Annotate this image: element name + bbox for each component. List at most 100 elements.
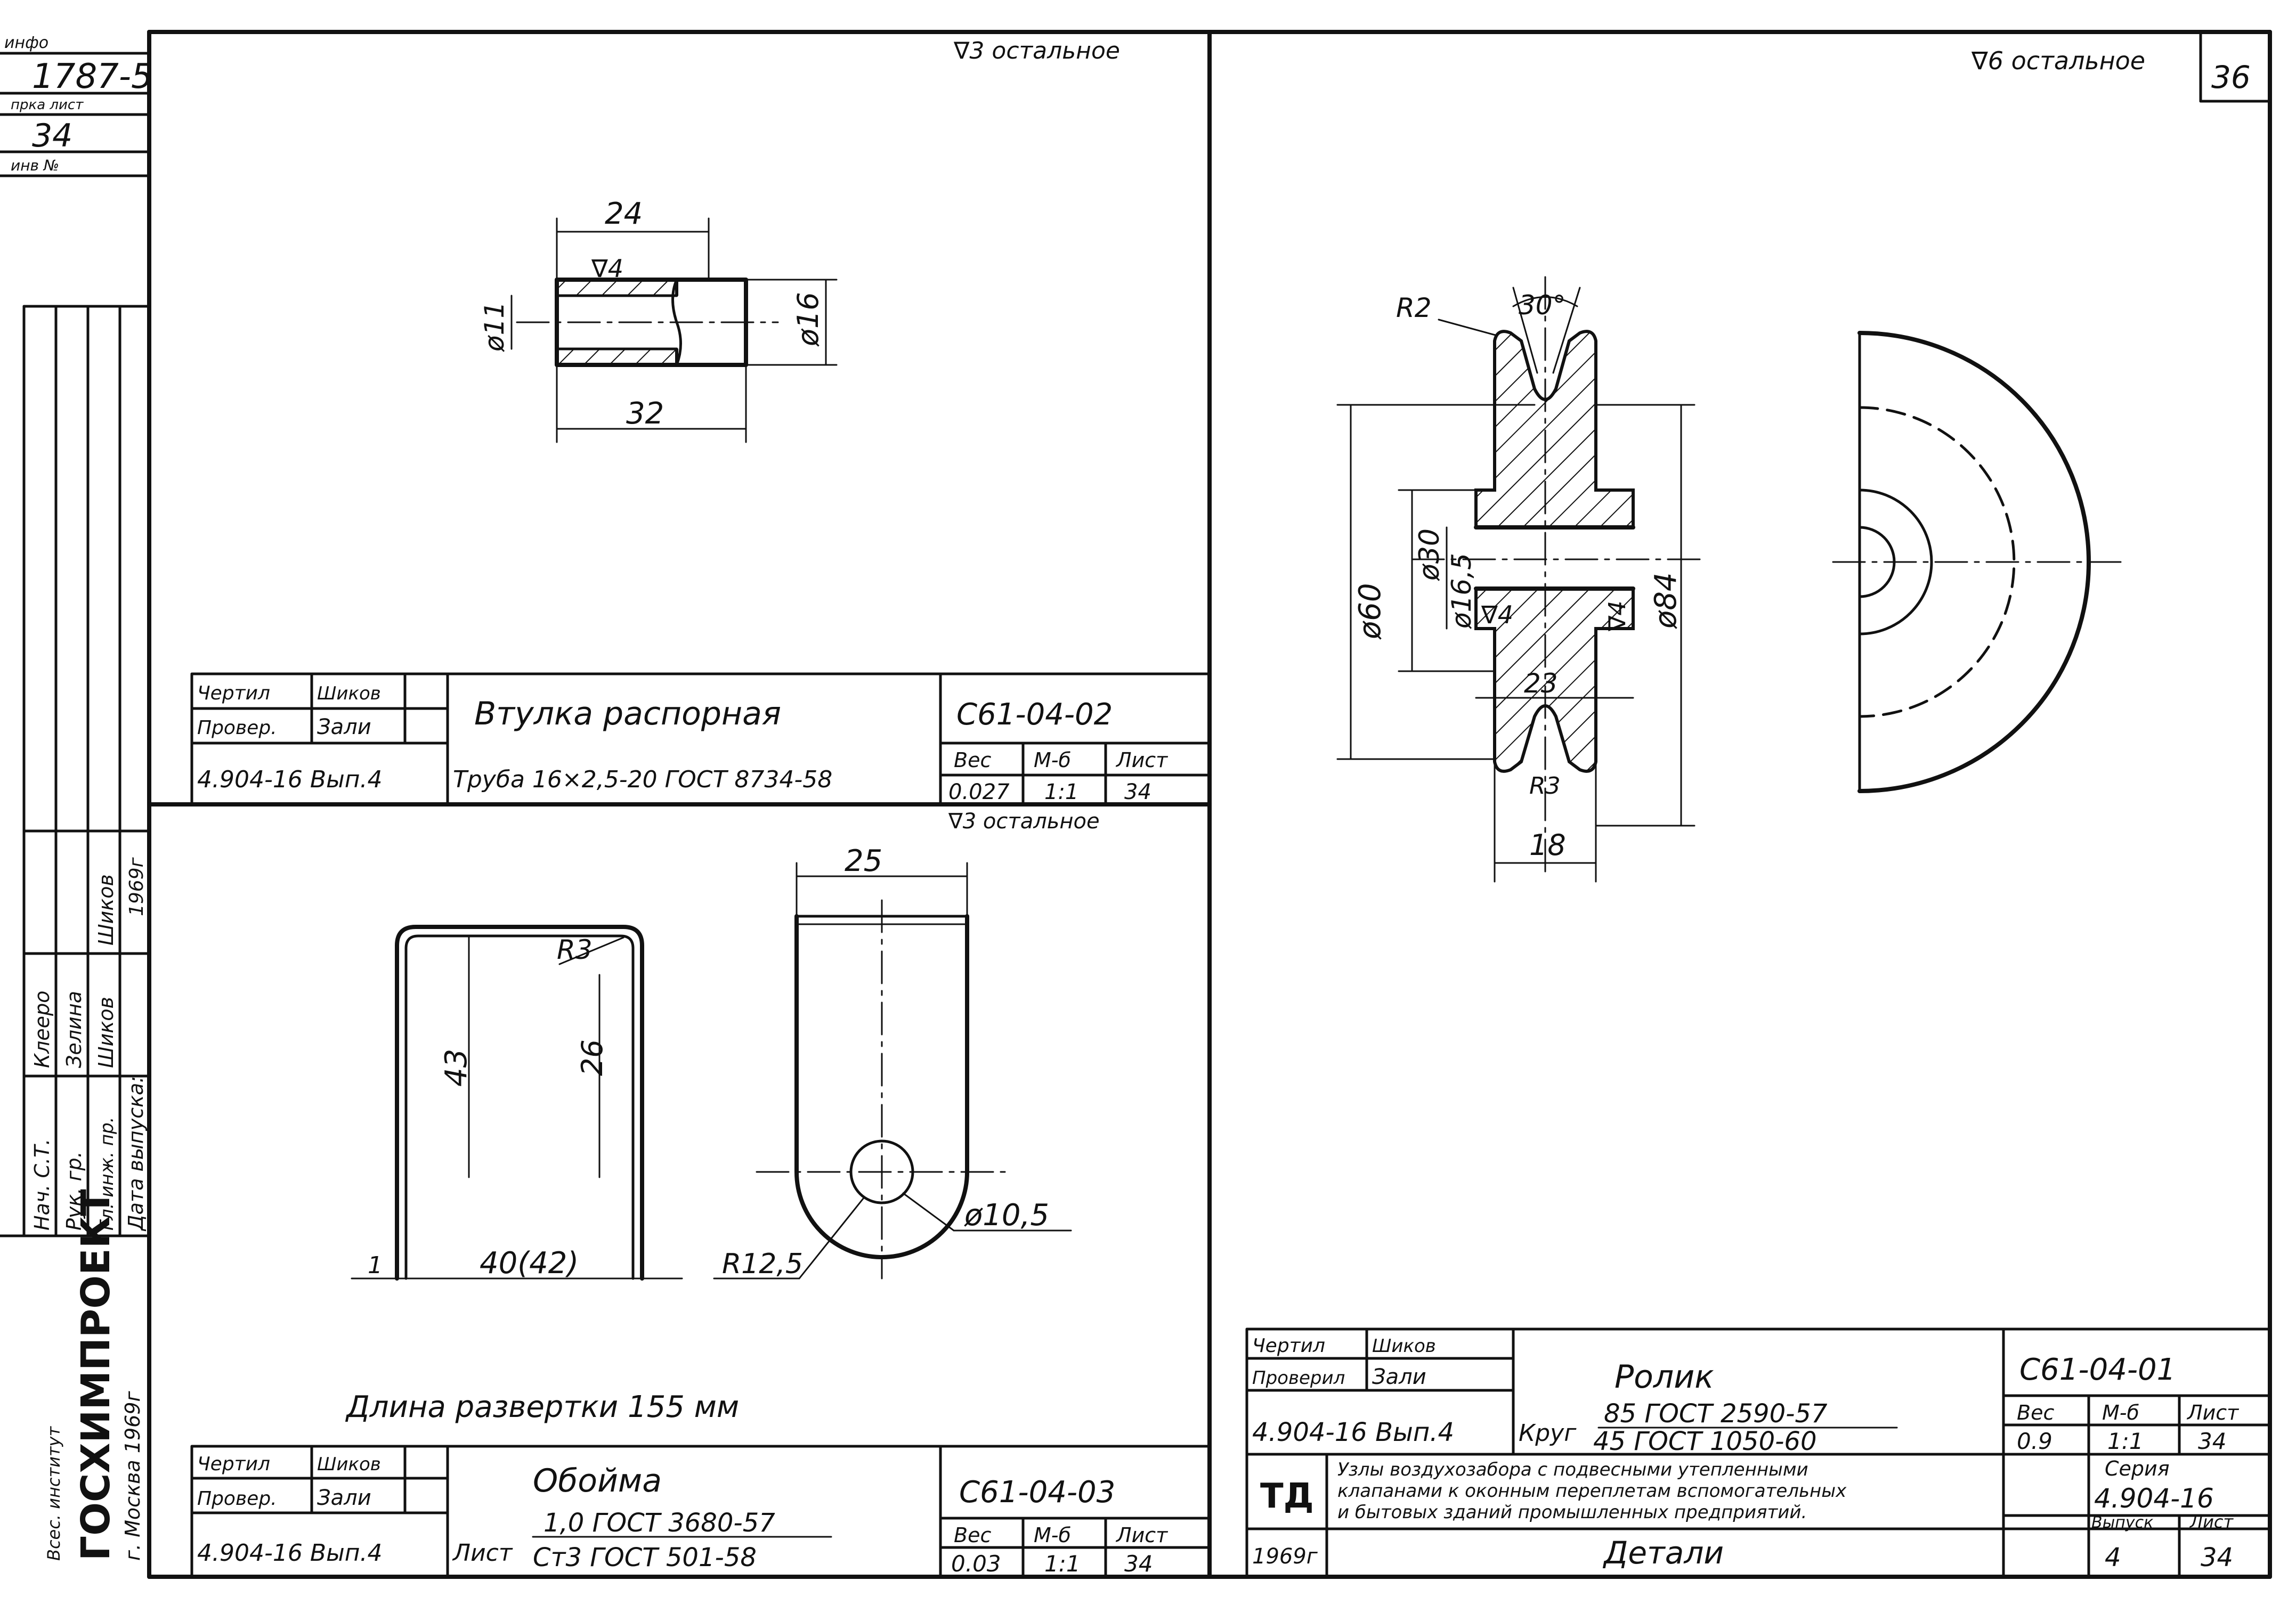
- main-stamp-sheet-label: Лист: [2189, 1512, 2234, 1532]
- bushing-sheet: 34: [1124, 780, 1151, 804]
- clip-material-top: 1,0 ГОСТ 3680-57: [543, 1508, 775, 1538]
- roller-code: С61-04-01: [2019, 1353, 2176, 1387]
- bushing-sheet-label: Лист: [1115, 748, 1169, 772]
- clip-weight-label: Вес: [954, 1523, 991, 1547]
- margin-sheet-label: прка лист: [11, 97, 84, 113]
- roller-groove-radius: R2: [1396, 292, 1432, 323]
- clip-code: С61-04-03: [959, 1475, 1115, 1510]
- clip-stamp: Чертил Шиков Провер. Зали 4.904-16 Вып.4…: [190, 1445, 1211, 1578]
- margin-inv-label: инв №: [11, 157, 59, 174]
- clip-scale: 1:1: [1044, 1551, 1081, 1577]
- main-stamp-title: Детали: [1602, 1535, 1724, 1571]
- main-stamp-desc-2: клапанами к оконным переплетам вспомогат…: [1337, 1480, 1847, 1502]
- bushing-checked-label: Провер.: [197, 717, 277, 739]
- clip-sheet: 34: [1124, 1551, 1153, 1577]
- main-stamp-desc-3: и бытовых зданий промышленных предприяти…: [1337, 1502, 1807, 1523]
- bushing-scale-label: М-б: [1034, 748, 1071, 772]
- main-stamp-desc-1: Узлы воздухозабора с подвесными утепленн…: [1337, 1459, 1808, 1480]
- bushing-drawing: ∇3 остальное 24 ∇4 32 ø11 ø16: [479, 37, 1120, 443]
- bushing-dim-24: 24: [605, 197, 643, 231]
- clip-title: Обойма: [533, 1462, 662, 1500]
- roller-d60: ø60: [1353, 583, 1388, 640]
- roller-drawing: ∇6 остальное 30° R2 ø60 ø30 ø16,5 ∇4 ∇4: [1336, 46, 2145, 883]
- org-name: ГОСХИМПРОЕКТ: [73, 1189, 119, 1561]
- sign-name-3: Шиков: [94, 997, 118, 1068]
- sign-role-2: Рук. гр.: [62, 1151, 86, 1231]
- clip-radius: R3: [557, 934, 593, 965]
- roller-d30: ø30: [1414, 528, 1446, 581]
- main-stamp-td: ТД: [1260, 1477, 1314, 1516]
- clip-dim-43: 43: [439, 1049, 474, 1087]
- main-stamp-sheet: 34: [2201, 1543, 2233, 1573]
- roller-roughness-left: ∇4: [1481, 600, 1513, 629]
- roller-bottom-radius: R3: [1529, 772, 1561, 800]
- clip-sheet-label: Лист: [1115, 1523, 1169, 1547]
- margin-doc-number: 1787-5: [32, 57, 153, 96]
- sign-sig-3: Шиков: [94, 874, 118, 946]
- bushing-weight-label: Вес: [954, 748, 991, 772]
- clip-weight: 0.03: [951, 1551, 1001, 1577]
- clip-dim-26: 26: [575, 1039, 609, 1076]
- sign-role-1: Нач. С.Т.: [30, 1139, 54, 1231]
- sheet-number: 36: [2211, 59, 2251, 95]
- clip-tab-radius: R12,5: [722, 1248, 803, 1280]
- bushing-dim-d16: ø16: [791, 292, 825, 347]
- bushing-checked-name: Зали: [317, 715, 371, 739]
- bushing-material: Труба 16×2,5-20 ГОСТ 8734-58: [453, 766, 832, 793]
- clip-drawn-name: Шиков: [317, 1454, 381, 1475]
- bushing-dim-32: 32: [626, 396, 664, 431]
- roller-groove-angle: 30°: [1519, 290, 1566, 321]
- clip-material-label: Лист: [452, 1539, 513, 1567]
- clip-width: 40(42): [480, 1246, 579, 1281]
- margin-top-label: инфо: [4, 34, 48, 52]
- main-stamp-issue: 4: [2105, 1543, 2121, 1573]
- margin-strip: инфо 1787-5 прка лист 34 инв № Нач. С.Т.…: [0, 34, 153, 1561]
- bushing-stamp: Чертил Шиков Провер. Зали 4.904-16 Вып.4…: [190, 672, 1211, 806]
- clip-scale-label: М-б: [1034, 1523, 1071, 1547]
- sign-role-3: Гл. инж. пр.: [96, 1117, 118, 1231]
- roller-sheet-label: Лист: [2186, 1401, 2240, 1424]
- sign-name-2: Зелина: [62, 991, 86, 1068]
- bushing-dim-d11: ø11: [479, 302, 510, 352]
- clip-checked-label: Провер.: [197, 1488, 277, 1510]
- roller-material-label: Круг: [1519, 1420, 1577, 1447]
- bushing-drawn-name: Шиков: [317, 683, 381, 704]
- org-city: г. Москва 1969г: [121, 1391, 144, 1561]
- roller-series: 4.904-16 Вып.4: [1252, 1417, 1454, 1447]
- surface-note-top-left: ∇3 остальное: [953, 37, 1120, 64]
- roller-weight: 0.9: [2017, 1428, 2052, 1454]
- roller-material-top: 85 ГОСТ 2590-57: [1604, 1399, 1828, 1429]
- clip-hole-dia: ø10,5: [964, 1198, 1049, 1233]
- roller-drawn-name: Шиков: [1372, 1335, 1436, 1357]
- clip-drawn-label: Чертил: [197, 1453, 270, 1475]
- sign-name-1: Клеерo: [30, 991, 54, 1068]
- bushing-title: Втулка распорная: [474, 695, 781, 732]
- roller-checked-label: Проверил: [1252, 1367, 1345, 1389]
- roller-hub-width: 23: [1524, 668, 1558, 699]
- bushing-series: 4.904-16 Вып.4: [197, 766, 383, 793]
- roller-material-bottom: 45 ГОСТ 1050-60: [1593, 1427, 1817, 1456]
- margin-sheet-value: 34: [32, 117, 72, 154]
- clip-tab-width: 25: [845, 844, 882, 878]
- surface-note-top-right: ∇6 остальное: [1971, 46, 2145, 75]
- bushing-scale: 1:1: [1044, 780, 1078, 804]
- surface-note-bottom-left: ∇3 остальное: [948, 809, 1100, 834]
- roller-d84: ø84: [1649, 572, 1683, 629]
- bushing-weight: 0.027: [948, 780, 1010, 804]
- roller-sheet: 34: [2198, 1428, 2226, 1454]
- roller-title: Ролик: [1614, 1358, 1714, 1396]
- roller-scale: 1:1: [2107, 1428, 2144, 1454]
- sign-year: 1969г: [126, 857, 148, 916]
- sign-date-label: Дата выпуска:: [124, 1076, 148, 1232]
- roller-stamp: Чертил Шиков Проверил Зали 4.904-16 Вып.…: [1245, 1327, 2271, 1578]
- roller-roughness-right: ∇4: [1604, 601, 1631, 632]
- main-stamp-series-label: Серия: [2105, 1457, 2170, 1480]
- clip-material-bottom: Ст3 ГОСТ 501-58: [533, 1543, 757, 1573]
- main-stamp-issue-label: Выпуск: [2091, 1513, 2153, 1532]
- roller-rim-width: 18: [1529, 828, 1566, 862]
- roller-drawn-label: Чертил: [1252, 1335, 1325, 1357]
- roller-scale-label: М-б: [2102, 1401, 2139, 1424]
- bushing-drawn-label: Чертил: [197, 682, 270, 704]
- clip-developed-length: Длина развертки 155 мм: [345, 1390, 739, 1424]
